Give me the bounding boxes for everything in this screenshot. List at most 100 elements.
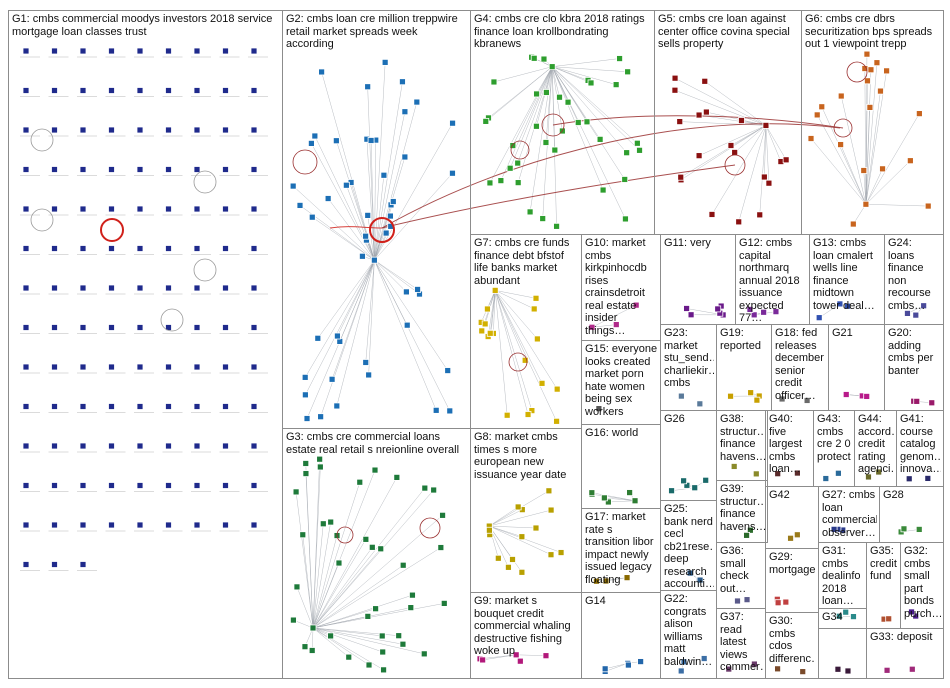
edge [293, 185, 375, 261]
node-g5 [695, 152, 703, 160]
self-loop [193, 258, 217, 282]
node-g14 [601, 665, 609, 673]
node-g1 [136, 126, 144, 134]
node-g40 [774, 470, 782, 478]
edge [312, 535, 338, 629]
node-g1 [250, 87, 258, 94]
edge [711, 125, 767, 215]
node-g8 [547, 506, 555, 514]
node-g4 [551, 146, 559, 154]
self-loop [846, 61, 868, 83]
edge [312, 562, 340, 629]
node-g20 [928, 399, 936, 407]
node-g25 [686, 569, 694, 577]
group-panel-g19 [716, 324, 772, 411]
node-g16 [600, 494, 608, 502]
node-g8 [485, 526, 493, 534]
node-g4 [583, 118, 591, 126]
node-g2 [342, 181, 350, 189]
node-g1 [22, 47, 30, 55]
edge [494, 290, 557, 422]
group-panel-g30 [765, 612, 819, 679]
node-g2 [364, 211, 372, 219]
node-g1 [193, 87, 201, 94]
node-g3 [327, 518, 335, 526]
inter-group-edge [381, 164, 736, 229]
node-g5 [738, 117, 745, 124]
node-g9 [512, 651, 520, 659]
node-g6 [837, 92, 845, 100]
edge [489, 509, 523, 527]
node-g7 [481, 320, 489, 328]
node-g1 [79, 561, 87, 568]
group-panel-g37 [716, 608, 766, 679]
group-panel-g42 [765, 486, 819, 549]
node-g1 [136, 363, 144, 371]
node-g3 [393, 473, 401, 481]
node-g37 [750, 660, 758, 668]
node-g3 [440, 599, 448, 607]
group-panel-g24 [884, 234, 944, 325]
node-g39 [743, 531, 750, 539]
node-g8 [518, 533, 526, 541]
node-g39 [746, 526, 754, 534]
node-g1 [165, 166, 172, 173]
edge [500, 66, 553, 181]
node-g18 [778, 395, 786, 403]
node-g1 [222, 482, 229, 489]
edge [312, 608, 376, 629]
edge [494, 290, 526, 361]
node-g1 [193, 284, 201, 292]
node-g32 [912, 612, 920, 620]
node-g6 [906, 157, 914, 165]
node-g1 [22, 403, 30, 410]
node-g3 [302, 470, 310, 477]
node-g16 [626, 489, 634, 496]
node-g7 [530, 305, 538, 313]
node-g8 [518, 568, 526, 576]
self-loop [292, 149, 318, 175]
edge [304, 260, 375, 378]
node-g5 [756, 211, 764, 219]
node-g3 [395, 632, 403, 640]
node-g3 [362, 535, 370, 543]
edge [493, 66, 553, 83]
node-g5 [765, 179, 773, 187]
node-g6 [863, 50, 871, 58]
node-g4 [622, 215, 629, 223]
node-g1 [136, 403, 144, 410]
node-g6 [837, 141, 845, 148]
node-g19 [753, 396, 761, 404]
node-g4 [633, 139, 641, 147]
node-g5 [782, 156, 790, 164]
node-g1 [108, 403, 115, 410]
node-g35 [885, 615, 893, 623]
edge [327, 198, 375, 261]
edge [482, 654, 517, 661]
edge [317, 260, 375, 339]
node-g5 [762, 122, 770, 129]
edge [320, 260, 375, 417]
node-g7 [491, 286, 499, 294]
node-g24 [912, 311, 920, 319]
edge [730, 125, 767, 146]
node-g4 [514, 179, 522, 187]
group-panel-g40 [765, 410, 814, 487]
node-g4 [482, 117, 490, 125]
node-g42 [793, 531, 801, 539]
edge [863, 170, 867, 205]
node-g4 [574, 119, 582, 126]
edge [489, 525, 536, 529]
node-g3 [316, 455, 324, 463]
edge [552, 66, 628, 73]
edge [591, 304, 637, 328]
node-g31 [835, 612, 843, 620]
node-g1 [79, 363, 87, 371]
node-g1 [79, 324, 87, 331]
edge [374, 260, 408, 326]
inter-group-edge [329, 226, 383, 229]
edge [596, 577, 628, 582]
edge [698, 125, 767, 156]
node-g1 [22, 126, 30, 134]
node-g2 [413, 98, 421, 106]
